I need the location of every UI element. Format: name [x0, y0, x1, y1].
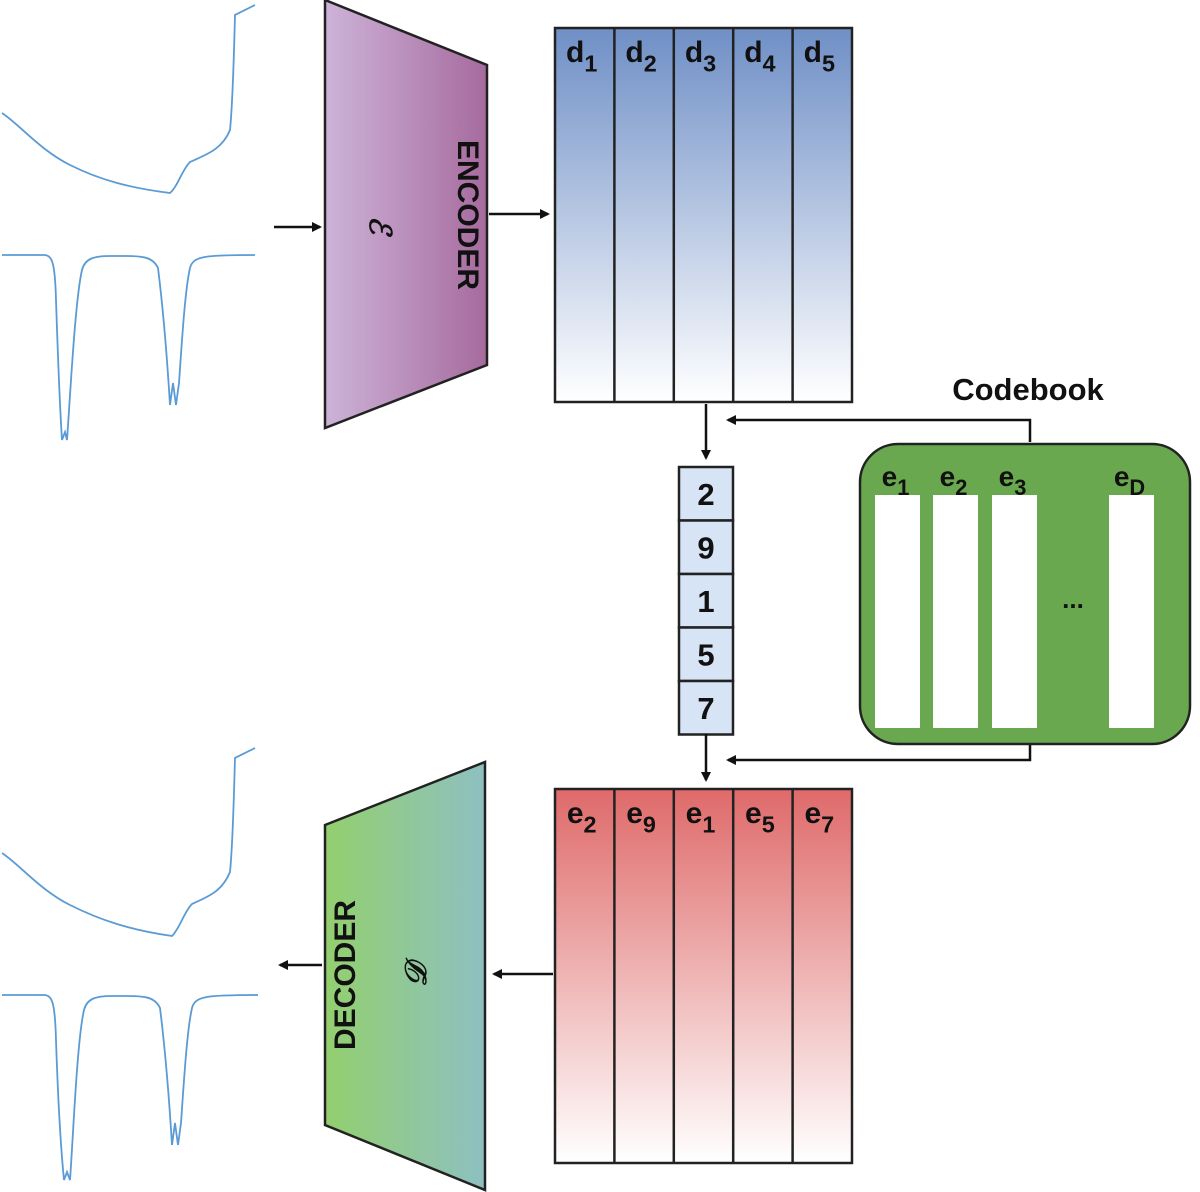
quantized-column-label-base: e: [626, 797, 643, 830]
index-value: 9: [697, 530, 714, 565]
codebook-entry-label-base: e: [999, 461, 1015, 492]
input-signals: [1, 4, 256, 441]
codebook-entry-vector: [992, 495, 1037, 728]
latent-column-label: d3: [685, 36, 716, 77]
quantized-column-label-base: e: [745, 797, 762, 830]
quantized-grid-frame: [553, 787, 854, 1165]
output-signal-curve-top: [1, 747, 256, 937]
index-box: [677, 465, 735, 522]
quantized-column-label-base: e: [567, 797, 584, 830]
output-signal-curve-bottom: [2, 994, 259, 1181]
latent-column-label-subscript: 3: [703, 51, 716, 77]
latent-column-label: d5: [804, 36, 835, 77]
encoder-block: ℰ ENCODER: [323, 0, 489, 430]
codebook-entry-label-subscript: D: [1129, 475, 1145, 500]
index-column: 2 9 1 5 7: [677, 465, 735, 736]
decoder-shape: [323, 760, 487, 1192]
latent-column-label-base: d: [685, 36, 703, 69]
encoder-label: ENCODER: [451, 140, 484, 290]
latent-column-label-subscript: 2: [644, 51, 657, 77]
latent-grid-frame: [553, 26, 854, 404]
index-value: 5: [697, 637, 714, 672]
codebook-entry-label: e1: [882, 461, 910, 500]
decoder-block: DECODER 𝒟: [323, 760, 487, 1192]
latent-column-label-base: d: [744, 36, 762, 69]
quantized-column-label: e7: [804, 797, 834, 838]
decoder-label: DECODER: [329, 900, 362, 1050]
codebook-entry-label: e2: [940, 461, 968, 500]
arrow-codebook-to-lookup: [726, 415, 1032, 442]
output-signals: [1, 747, 259, 1181]
codebook-entry-vector: [1109, 495, 1154, 728]
index-value: 7: [697, 691, 714, 726]
index-value: 2: [697, 477, 714, 512]
latent-column-label-base: d: [804, 36, 822, 69]
input-signal-curve-top: [1, 4, 256, 194]
latent-column-label-subscript: 5: [822, 51, 835, 77]
latent-column-label: d4: [744, 36, 775, 77]
codebook-ellipsis: ...: [1062, 584, 1084, 614]
quantized-column-label-subscript: 2: [584, 812, 597, 838]
latent-column-label: d1: [566, 36, 597, 77]
quantized-column-label-subscript: 7: [821, 812, 834, 838]
encoder-shape: [323, 0, 489, 430]
quantized-column-label-subscript: 9: [643, 812, 656, 838]
index-value: 1: [697, 584, 714, 619]
quantized-column-label: e9: [626, 797, 656, 838]
quantized-column-label: e2: [567, 797, 597, 838]
codebook-entry-label: e3: [999, 461, 1027, 500]
input-signal-curve-bottom: [2, 254, 256, 441]
arrow-codebook-to-quantized: [726, 744, 1032, 765]
latent-column-label-base: d: [625, 36, 643, 69]
latent-column-label: d2: [625, 36, 656, 77]
codebook-entry-label-subscript: 1: [897, 475, 909, 500]
codebook-entry-label-subscript: 2: [955, 475, 967, 500]
codebook-entry-label-base: e: [940, 461, 956, 492]
latent-column-label-subscript: 4: [763, 51, 776, 77]
codebook-entry-vector: [875, 495, 920, 728]
quantized-column-label: e1: [686, 797, 716, 838]
quantized-column-label-base: e: [686, 797, 703, 830]
latent-column-label-base: d: [566, 36, 584, 69]
codebook-entry-label: eD: [1114, 461, 1145, 500]
quantized-column-label-subscript: 1: [702, 812, 715, 838]
quantized-column-label: e5: [745, 797, 775, 838]
quantized-column-label-base: e: [804, 797, 821, 830]
codebook-entry-label-base: e: [882, 461, 898, 492]
codebook-entry-vector: [933, 495, 978, 728]
latent-column-label-subscript: 1: [584, 51, 597, 77]
encoder-symbol: ℰ: [363, 216, 396, 238]
quantized-column-label-subscript: 5: [762, 812, 775, 838]
codebook-entry-label-subscript: 3: [1014, 475, 1026, 500]
codebook-title: Codebook: [952, 372, 1104, 407]
codebook-entry-label-base: e: [1114, 461, 1130, 492]
